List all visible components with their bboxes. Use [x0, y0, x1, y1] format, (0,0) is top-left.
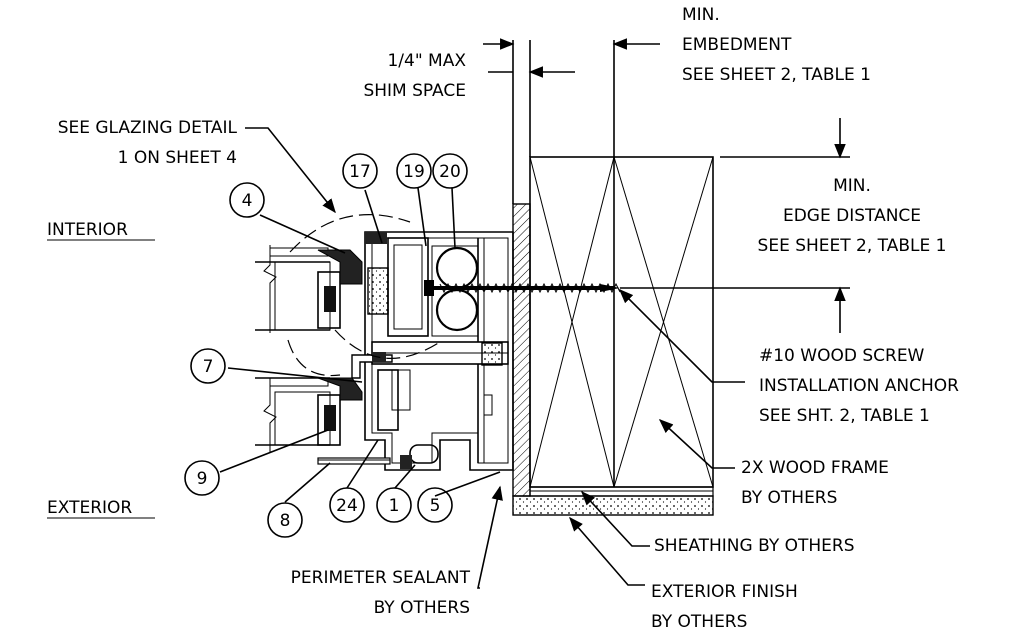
callout-19: 19 — [396, 153, 432, 189]
svg-text:BY OTHERS: BY OTHERS — [374, 598, 470, 618]
svg-text:5: 5 — [430, 496, 441, 516]
callout-7: 7 — [190, 348, 226, 384]
svg-text:4: 4 — [242, 191, 253, 211]
svg-text:SEE SHEET 2, TABLE 1: SEE SHEET 2, TABLE 1 — [758, 236, 947, 256]
svg-text:BY OTHERS: BY OTHERS — [651, 612, 747, 632]
exterior-label: EXTERIOR — [47, 498, 132, 518]
svg-text:1 ON SHEET 4: 1 ON SHEET 4 — [118, 148, 237, 168]
svg-text:EDGE DISTANCE: EDGE DISTANCE — [783, 206, 921, 226]
wood-frame-label: 2X WOOD FRAME BY OTHERS — [741, 458, 889, 508]
svg-text:2X WOOD FRAME: 2X WOOD FRAME — [741, 458, 889, 478]
shim-space-label: 1/4" MAX SHIM SPACE — [363, 51, 466, 101]
callout-24: 24 — [329, 487, 365, 523]
svg-text:1/4" MAX: 1/4" MAX — [387, 51, 466, 71]
svg-text:BY OTHERS: BY OTHERS — [741, 488, 837, 508]
svg-text:17: 17 — [349, 162, 371, 182]
interior-label: INTERIOR — [47, 220, 128, 240]
svg-text:PERIMETER SEALANT: PERIMETER SEALANT — [291, 568, 471, 588]
shim-blocks — [431, 245, 479, 337]
svg-text:9: 9 — [197, 469, 208, 489]
svg-text:24: 24 — [336, 496, 358, 516]
svg-text:EXTERIOR FINISH: EXTERIOR FINISH — [651, 582, 798, 602]
svg-text:SEE SHT. 2, TABLE 1: SEE SHT. 2, TABLE 1 — [759, 406, 930, 426]
svg-text:SEE GLAZING DETAIL: SEE GLAZING DETAIL — [58, 118, 238, 138]
svg-text:7: 7 — [203, 357, 214, 377]
leader-lines — [47, 38, 850, 589]
svg-text:SEE SHEET 2, TABLE 1: SEE SHEET 2, TABLE 1 — [682, 65, 871, 85]
svg-text:EMBEDMENT: EMBEDMENT — [682, 35, 792, 55]
glazing-swing-arcs — [287, 214, 441, 377]
svg-text:8: 8 — [280, 511, 291, 531]
callout-8: 8 — [267, 502, 303, 538]
callout-5: 5 — [417, 487, 453, 523]
wood-screw-label: #10 WOOD SCREW INSTALLATION ANCHOR SEE S… — [759, 346, 959, 426]
min-embedment-label: MIN. EMBEDMENT SEE SHEET 2, TABLE 1 — [682, 5, 871, 85]
svg-text:#10 WOOD SCREW: #10 WOOD SCREW — [759, 346, 925, 366]
perimeter-sealant-label: PERIMETER SEALANT BY OTHERS — [291, 568, 471, 618]
callout-1: 1 — [376, 487, 412, 523]
callout-9: 9 — [184, 460, 220, 496]
svg-text:20: 20 — [439, 162, 461, 182]
min-edge-distance-label: MIN. EDGE DISTANCE SEE SHEET 2, TABLE 1 — [758, 176, 947, 256]
exterior-finish — [512, 495, 714, 516]
exterior-finish-label: EXTERIOR FINISH BY OTHERS — [651, 582, 798, 632]
wood-frame — [529, 156, 714, 488]
glazing-detail-label: SEE GLAZING DETAIL 1 ON SHEET 4 — [58, 118, 238, 168]
callout-4: 4 — [229, 182, 265, 218]
sheathing — [512, 203, 714, 497]
svg-text:INSTALLATION ANCHOR: INSTALLATION ANCHOR — [759, 376, 959, 396]
svg-text:19: 19 — [403, 162, 425, 182]
svg-text:MIN.: MIN. — [682, 5, 720, 25]
callout-17: 17 — [342, 153, 378, 189]
sheathing-label: SHEATHING BY OTHERS — [654, 536, 855, 556]
glazing-unit — [255, 245, 391, 465]
svg-text:MIN.: MIN. — [833, 176, 871, 196]
wood-screw — [424, 280, 621, 296]
svg-text:1: 1 — [389, 496, 400, 516]
svg-text:SHIM SPACE: SHIM SPACE — [363, 81, 466, 101]
callout-20: 20 — [432, 153, 468, 189]
